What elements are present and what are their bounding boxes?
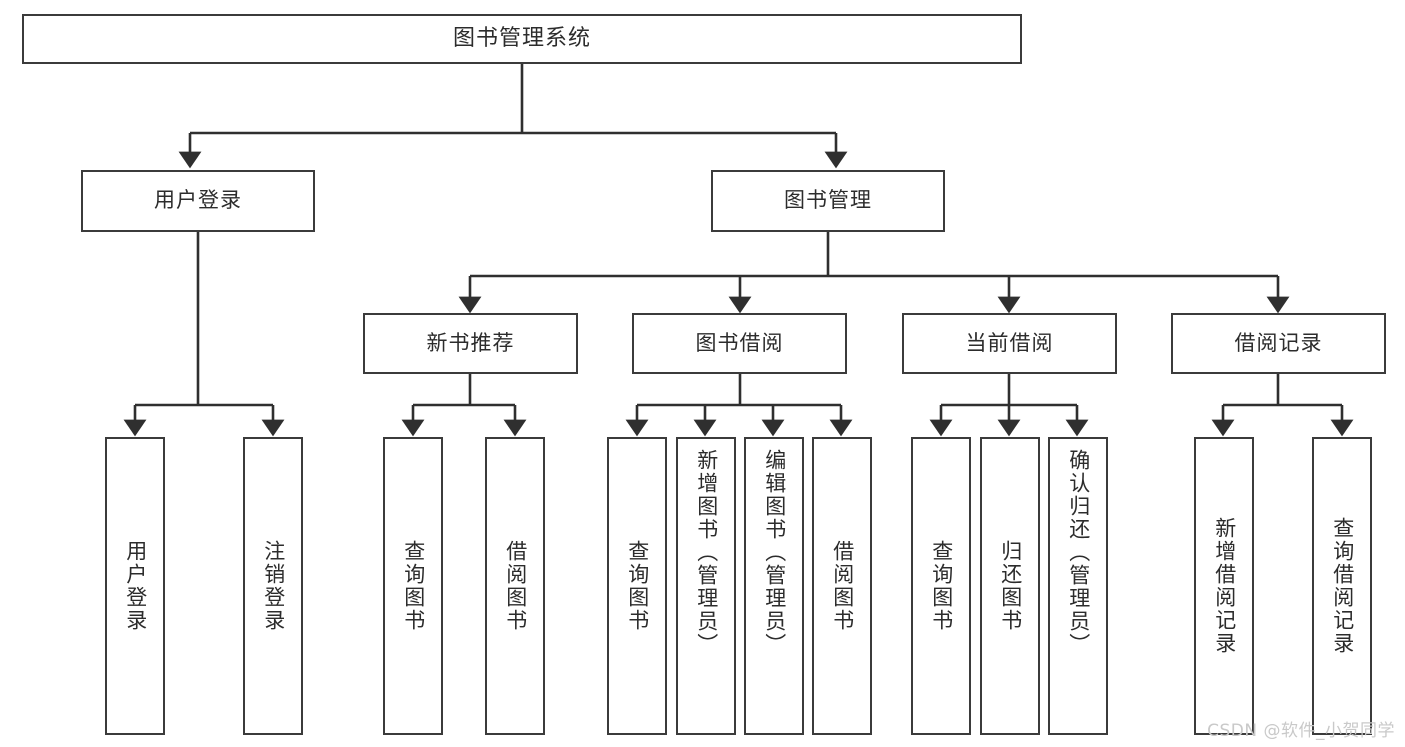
- leaf-borrow-record-query: 查询借阅记录: [1312, 437, 1372, 735]
- leaf-label: 借阅图书: [503, 540, 528, 632]
- node-book-management-label: 图书管理: [784, 188, 872, 213]
- leaf-label: 注销登录: [261, 540, 286, 632]
- node-user-login-label: 用户登录: [154, 188, 242, 213]
- leaf-label: 编辑图书（管理员）: [762, 449, 787, 656]
- node-current-borrow: 当前借阅: [902, 313, 1117, 374]
- leaf-label: 查询图书: [625, 540, 650, 632]
- node-new-book-recommend-label: 新书推荐: [426, 330, 515, 355]
- node-user-login: 用户登录: [81, 170, 315, 232]
- leaf-label: 用户登录: [123, 540, 148, 632]
- leaf-label: 归还图书: [998, 540, 1023, 632]
- node-current-borrow-label: 当前借阅: [965, 330, 1054, 355]
- leaf-book-borrow-add: 新增图书（管理员）: [676, 437, 736, 735]
- leaf-label: 查询图书: [401, 540, 426, 632]
- node-borrow-record: 借阅记录: [1171, 313, 1386, 374]
- leaf-new-book-borrow: 借阅图书: [485, 437, 545, 735]
- node-borrow-record-label: 借阅记录: [1234, 330, 1323, 355]
- leaf-current-borrow-query: 查询图书: [911, 437, 971, 735]
- leaf-book-borrow-query: 查询图书: [607, 437, 667, 735]
- leaf-label: 新增借阅记录: [1212, 517, 1237, 655]
- watermark: CSDN @软件_小贺同学: [1207, 721, 1395, 741]
- leaf-label: 查询图书: [929, 540, 954, 632]
- node-book-borrow-label: 图书借阅: [695, 330, 784, 355]
- leaf-book-borrow-borrow: 借阅图书: [812, 437, 872, 735]
- leaf-user-login-signin: 用户登录: [105, 437, 165, 735]
- node-new-book-recommend: 新书推荐: [363, 313, 578, 374]
- leaf-user-login-signout: 注销登录: [243, 437, 303, 735]
- leaf-label: 借阅图书: [830, 540, 855, 632]
- leaf-book-borrow-edit: 编辑图书（管理员）: [744, 437, 804, 735]
- leaf-label: 新增图书（管理员）: [694, 449, 719, 656]
- leaf-current-borrow-confirm-return: 确认归还（管理员）: [1048, 437, 1108, 735]
- leaf-new-book-query: 查询图书: [383, 437, 443, 735]
- node-book-management: 图书管理: [711, 170, 945, 232]
- leaf-label: 查询借阅记录: [1330, 517, 1355, 655]
- node-root: 图书管理系统: [22, 14, 1022, 64]
- leaf-borrow-record-add: 新增借阅记录: [1194, 437, 1254, 735]
- node-root-label: 图书管理系统: [452, 25, 591, 51]
- leaf-current-borrow-return: 归还图书: [980, 437, 1040, 735]
- leaf-label: 确认归还（管理员）: [1066, 449, 1091, 656]
- node-book-borrow: 图书借阅: [632, 313, 847, 374]
